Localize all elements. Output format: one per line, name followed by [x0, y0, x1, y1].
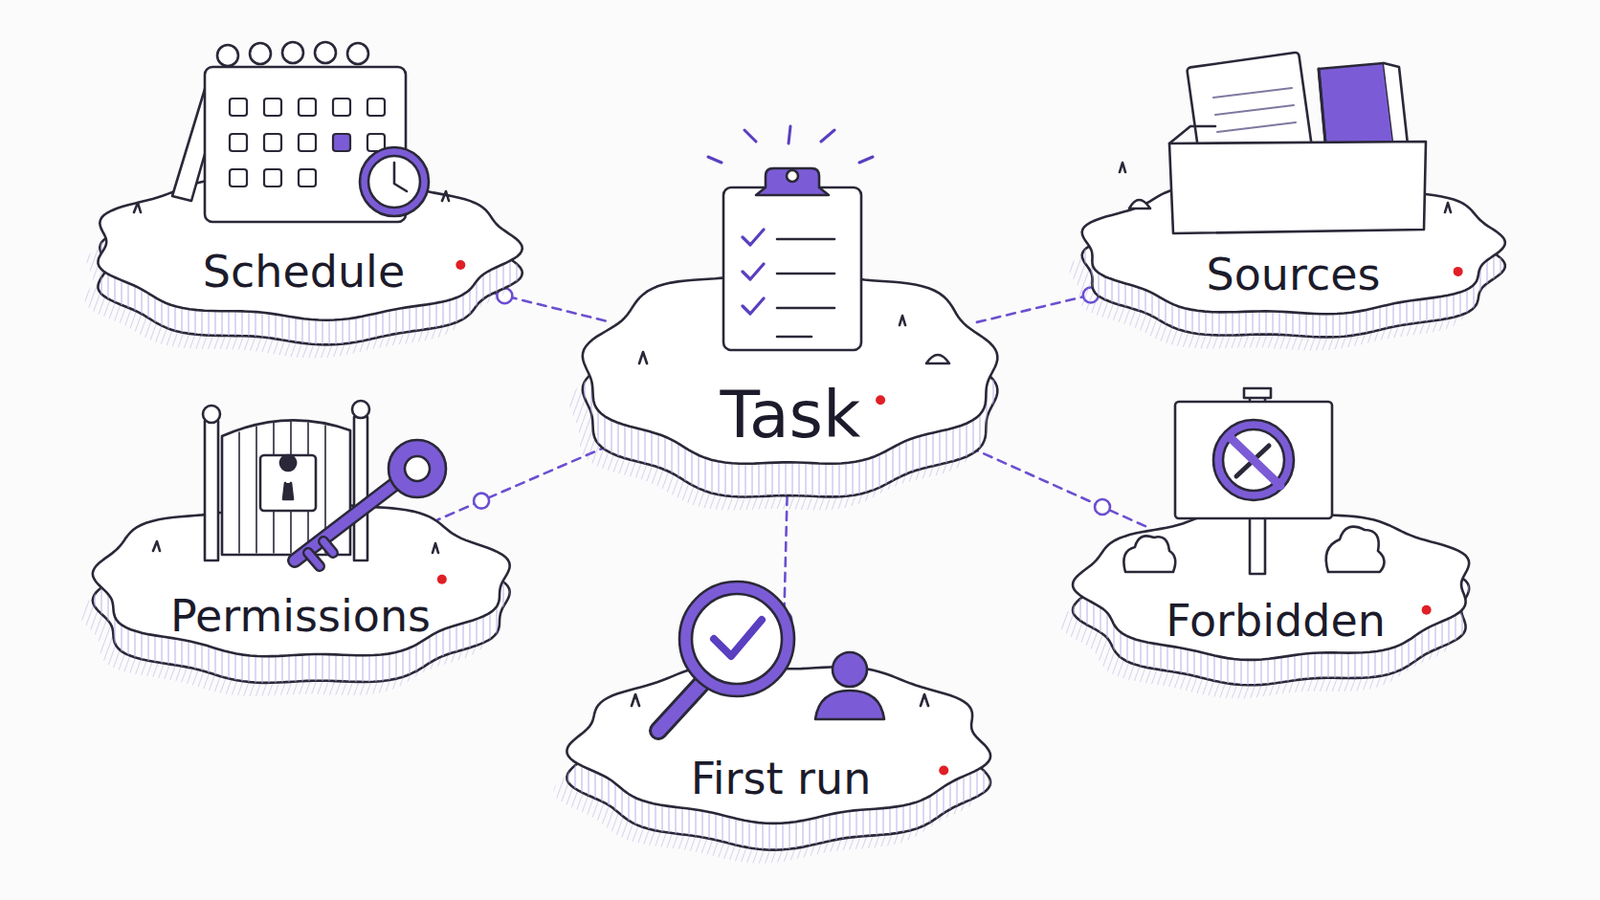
node-label: Sources: [1076, 249, 1511, 301]
node-label: First run: [566, 754, 996, 805]
node-label: Forbidden: [1071, 596, 1480, 647]
island-node: Forbidden: [1071, 499, 1480, 694]
island-node: Schedule: [86, 162, 522, 353]
calendar-icon: [133, 42, 449, 223]
gate-key-icon: [153, 400, 446, 567]
clipboard-icon: [639, 126, 950, 364]
island-node: Task: [576, 254, 1005, 511]
forbidden-sign-icon: [1123, 388, 1384, 575]
document-box-icon: [1119, 52, 1451, 234]
node-label: Task: [576, 377, 1005, 453]
review-icon: [631, 581, 929, 732]
node-label: Schedule: [86, 246, 522, 298]
island-node: First run: [566, 652, 996, 857]
island-node: Permissions: [86, 489, 515, 694]
node-label: Permissions: [86, 591, 515, 643]
island-node: Sources: [1076, 168, 1511, 347]
